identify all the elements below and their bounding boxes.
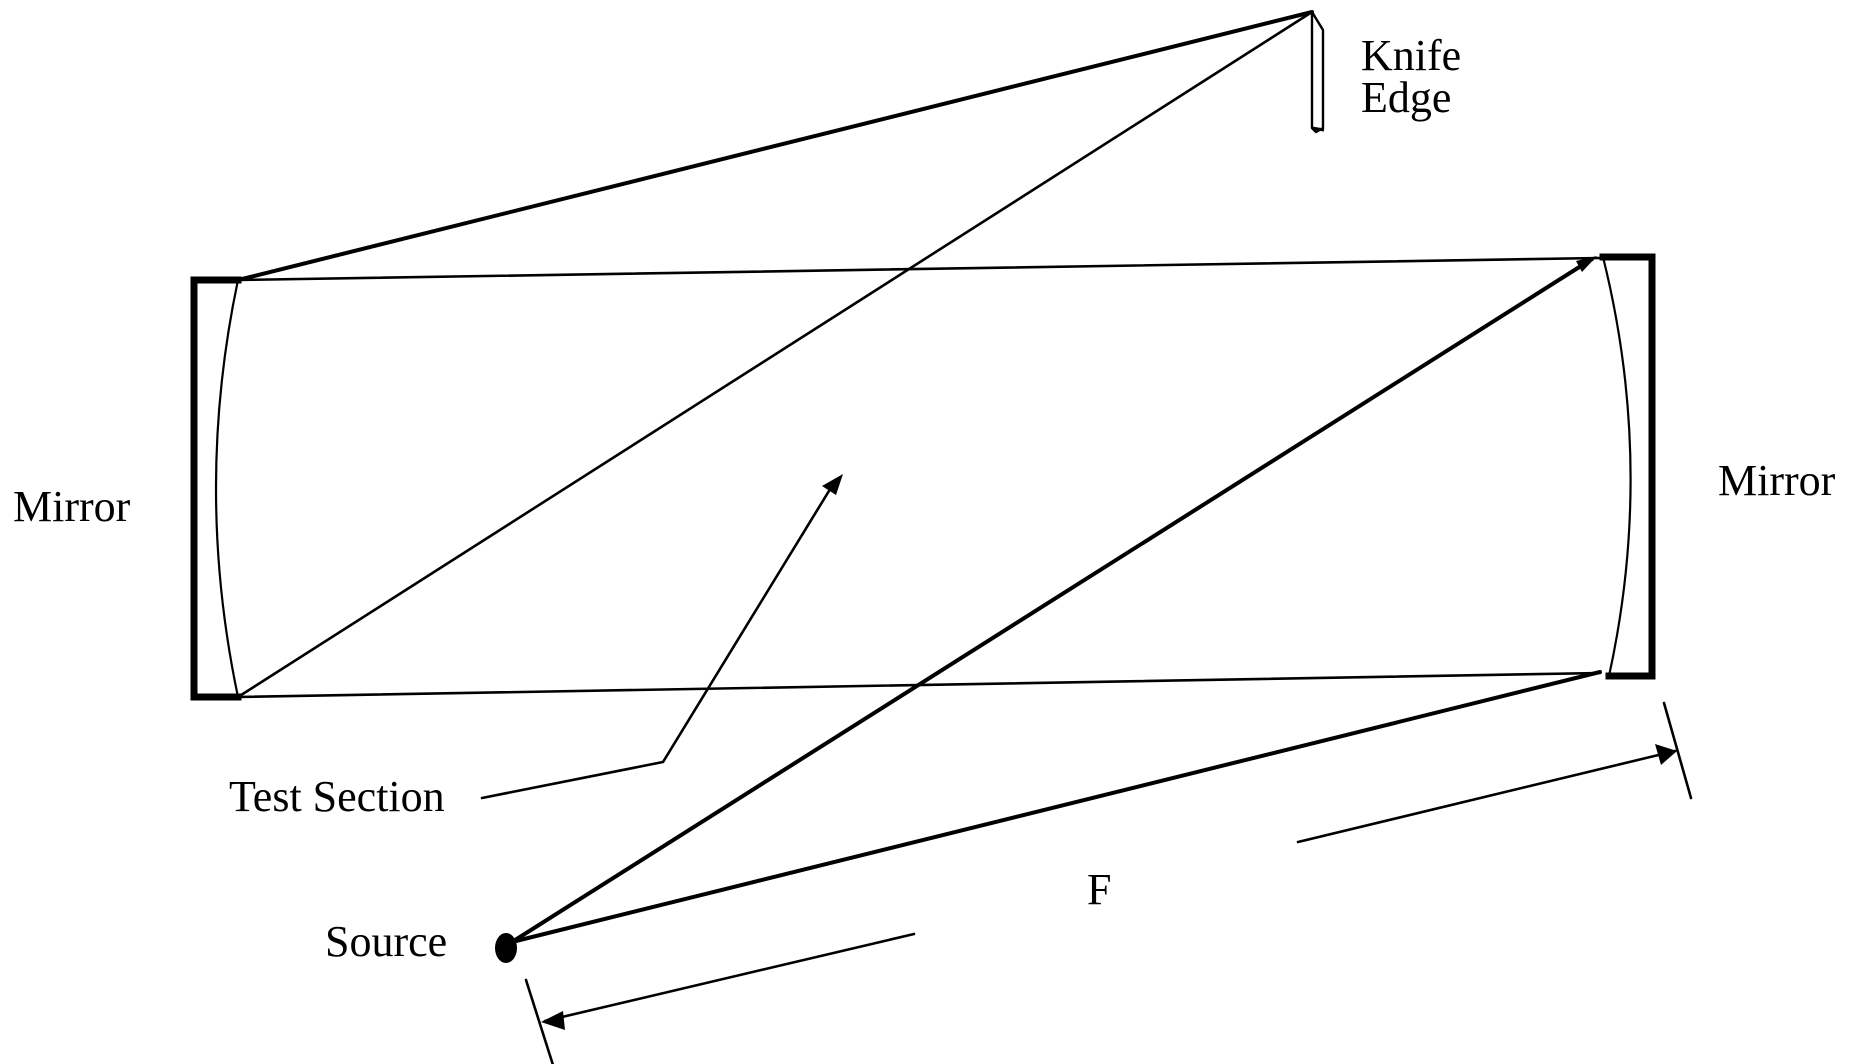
focal-length-dimension	[524, 701, 1693, 1064]
focal-arrowhead-left	[541, 1011, 565, 1030]
left-mirror-frame	[190, 276, 242, 701]
focal-arrowhead-right	[1655, 744, 1677, 765]
source-ray-arrowhead	[1576, 256, 1597, 272]
light-source-dot	[495, 933, 517, 963]
left-mirror-label: Mirror	[13, 482, 131, 531]
focal-length-label: F	[1087, 865, 1111, 914]
source-ray-lower	[510, 670, 1602, 944]
source-ray-upper	[510, 257, 1594, 944]
knife-edge	[1310, 10, 1325, 134]
knife-ray-upper	[236, 10, 1314, 282]
left-mirror-face	[214, 279, 240, 698]
focal-tick-left	[524, 978, 555, 1064]
right-mirror-label: Mirror	[1718, 456, 1836, 505]
knife-edge-label-line2: Edge	[1361, 73, 1451, 122]
parallel-beam-top	[236, 256, 1602, 282]
test-section-label: Test Section	[229, 772, 445, 821]
test-section-leader	[480, 484, 834, 800]
focal-dim-line-left	[543, 932, 916, 1023]
knife-ray-lower	[236, 10, 1314, 699]
test-section-arrowhead	[822, 474, 843, 495]
focal-tick-right	[1662, 701, 1693, 800]
knife-edge-label-line1: Knife	[1361, 31, 1461, 80]
right-mirror-face	[1601, 256, 1632, 677]
focal-dim-line-right	[1296, 749, 1677, 844]
left-mirror	[190, 276, 242, 701]
right-mirror-frame	[1599, 253, 1656, 680]
right-mirror	[1599, 253, 1656, 680]
source-label: Source	[325, 917, 447, 966]
